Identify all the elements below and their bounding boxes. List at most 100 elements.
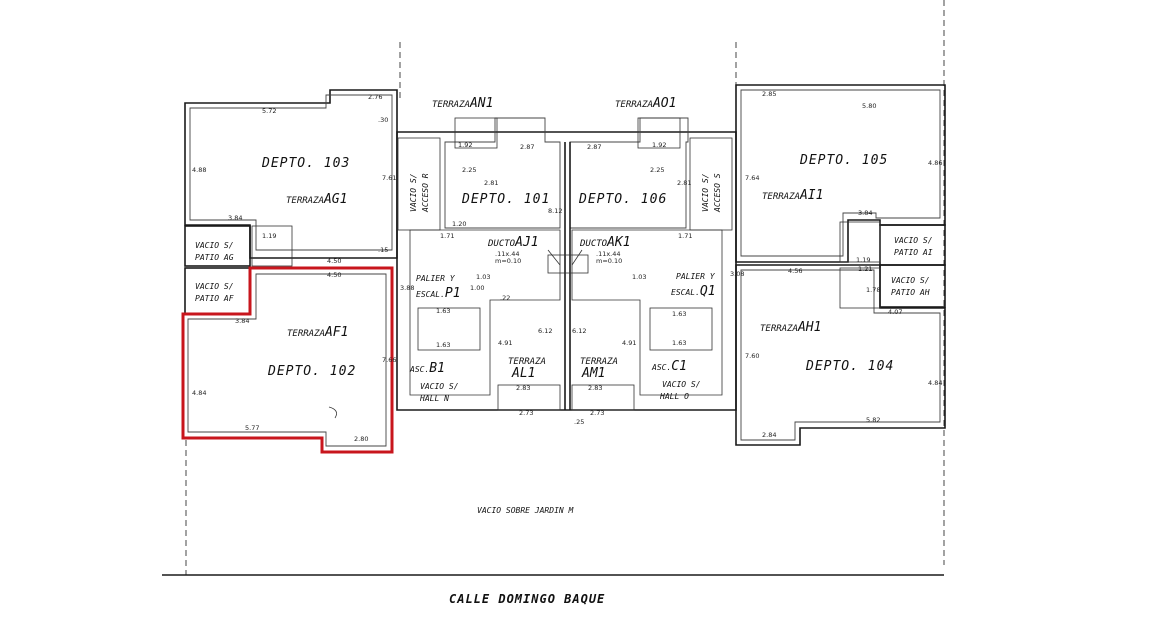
dim-mark: 1.21: [858, 265, 872, 273]
dim-mark: 4.56: [788, 267, 802, 275]
dim-mark: 2.76: [368, 93, 382, 101]
void-patio-ah-l2: PATIO AH: [891, 288, 930, 297]
duct-box: [547, 254, 589, 274]
unit-103-inner: [189, 94, 393, 251]
lift-b1-box: [417, 307, 481, 351]
terrace-al1-code: AL1: [511, 366, 535, 381]
dim-mark: .22: [500, 294, 510, 302]
void-hall-n-l2: HALL N: [419, 394, 449, 403]
dim-mark: 2.80: [354, 435, 368, 443]
dim-mark: 2.73: [519, 409, 533, 417]
void-patio-ah-l1: VACIO S/: [891, 276, 930, 285]
dim-mark: 1.19: [856, 256, 870, 264]
dim-mark: .25: [574, 418, 584, 426]
void-patio-ai-l2: PATIO AI: [894, 248, 933, 257]
unit-102-label: DEPTO. 102: [267, 364, 356, 379]
dim-mark: 1.03: [476, 273, 490, 281]
void-patio-af-l1: VACIO S/: [195, 282, 234, 291]
svg-text:ACCESO S: ACCESO S: [713, 173, 722, 213]
dim-mark: 6.12: [572, 327, 586, 335]
dim-mark: 1.19: [262, 232, 276, 240]
dim-mark: 5.82: [866, 416, 880, 424]
terrace-an1-label: TERRAZAAN1: [432, 96, 493, 111]
door-swing: [328, 406, 337, 419]
terrace-ao1-box: [637, 117, 681, 149]
stair-p1-l1: PALIER Y: [416, 274, 456, 283]
duct-aj1-dim2: m=0.10: [495, 257, 521, 265]
dim-mark: 2.73: [590, 409, 604, 417]
dim-mark: 7.60: [745, 352, 759, 360]
void-acceso-s: VACIO S/ ACCESO S: [701, 173, 722, 213]
unit-101-inner: [444, 117, 561, 229]
dim-mark: 2.83: [516, 384, 530, 392]
dim-mark: 1.63: [436, 307, 450, 315]
stair-q1-zone: [571, 229, 723, 396]
dim-mark: .15: [378, 246, 388, 254]
void-patio-ai-l1: VACIO S/: [894, 236, 933, 245]
dim-mark: 1.92: [652, 141, 666, 149]
dim-mark: 3.88: [400, 284, 414, 292]
svg-text:VACIO S/: VACIO S/: [701, 173, 710, 212]
terrace-am1-code: AM1: [581, 366, 605, 381]
dim-mark: 7.66: [382, 356, 396, 364]
terrace-ah1-box: [839, 267, 881, 309]
dim-mark: 2.84: [762, 431, 776, 439]
dim-mark: 3.08: [730, 270, 744, 278]
dim-mark: 1.63: [672, 310, 686, 318]
void-hall-o-l1: VACIO S/: [662, 380, 701, 389]
dim-mark: 2.81: [484, 179, 498, 187]
duct-arrow: [547, 249, 561, 266]
stair-q1-l1: PALIER Y: [676, 272, 716, 281]
dim-mark: 4.84: [928, 379, 942, 387]
dim-mark: 8.12: [548, 207, 562, 215]
dim-mark: 1.20: [452, 220, 466, 228]
unit-104-label: DEPTO. 104: [805, 359, 894, 374]
stair-p1-label: ESCAL.P1: [416, 286, 461, 301]
terrace-ag1-label: TERRAZAAG1: [286, 192, 347, 207]
svg-text:ACCESO R: ACCESO R: [421, 173, 430, 213]
dim-mark: 6.12: [538, 327, 552, 335]
terrace-ai1-label: TERRAZAAI1: [762, 188, 823, 203]
patio-ag-box: [184, 225, 251, 267]
street-label: CALLE DOMINGO BAQUE: [449, 592, 605, 606]
dim-mark: 1.63: [436, 341, 450, 349]
terrace-ai1-box: [839, 221, 881, 263]
dim-mark: 4.86: [928, 159, 942, 167]
dim-mark: 2.87: [587, 143, 601, 151]
terrace-an1-box: [454, 117, 498, 149]
terrace-am1-word: TERRAZA: [580, 357, 618, 367]
dim-mark: 3.84: [228, 214, 242, 222]
dim-mark: 1.03: [632, 273, 646, 281]
dim-mark: 4.50: [327, 257, 341, 265]
unit-104-inner: [740, 269, 941, 441]
terrace-ag1-box: [251, 225, 293, 267]
void-patio-ag-l2: PATIO AG: [195, 253, 234, 262]
stair-p1-zone: [409, 229, 561, 396]
unit-106-inner: [569, 117, 689, 229]
lift-c1-label: ASC.C1: [651, 359, 687, 374]
void-patio-ag-l1: VACIO S/: [195, 241, 234, 250]
dim-mark: 4.50: [327, 271, 341, 279]
terrace-al1-word: TERRAZA: [508, 357, 546, 367]
unit-101-label: DEPTO. 101: [461, 192, 550, 207]
dim-mark: 2.83: [588, 384, 602, 392]
dim-mark: 1.71: [678, 232, 692, 240]
unit-105-inner: [740, 89, 941, 257]
void-hall-n-l1: VACIO S/: [420, 382, 459, 391]
void-patio-af-l2: PATIO AF: [195, 294, 234, 303]
dim-mark: 2.81: [677, 179, 691, 187]
lift-c1-box: [649, 307, 713, 351]
unit-106-label: DEPTO. 106: [578, 192, 667, 207]
dim-mark: 5.72: [262, 107, 276, 115]
dim-mark: 7.64: [745, 174, 759, 182]
svg-text:VACIO S/: VACIO S/: [409, 173, 418, 212]
lift-b1-label: ASC.B1: [409, 361, 445, 376]
dim-mark: 2.85: [762, 90, 776, 98]
dim-mark: 1.00: [470, 284, 484, 292]
unit-103-label: DEPTO. 103: [261, 156, 350, 171]
dim-mark: 4.91: [622, 339, 636, 347]
dim-mark: 4.84: [192, 389, 206, 397]
dim-mark: 1.78: [866, 286, 880, 294]
